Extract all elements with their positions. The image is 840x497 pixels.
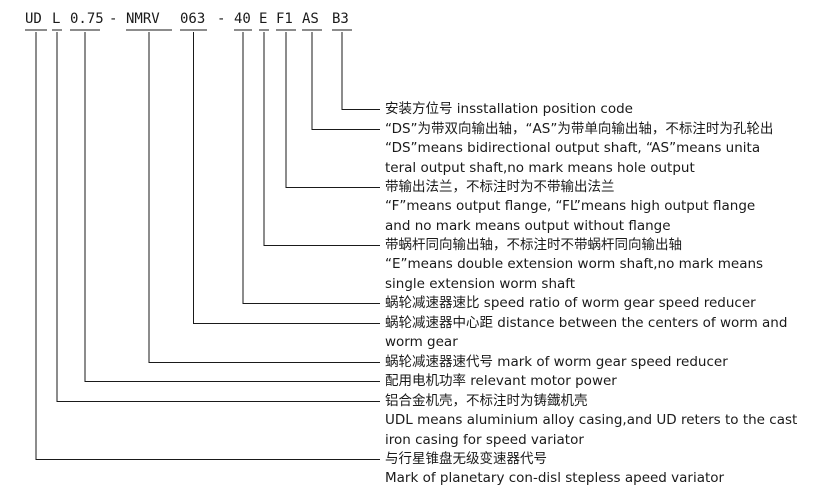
code-part: - xyxy=(217,11,226,27)
description-line: 安装方位号 insstallation position code xyxy=(385,101,633,117)
description-line: 配用电机功率 relevant motor power xyxy=(385,373,617,389)
description-line: worm gear xyxy=(385,334,458,351)
code-part: - xyxy=(109,11,118,27)
connector-line xyxy=(242,32,380,304)
description-line: “DS”为带双向输出轴，“AS”为带单向输出轴，不标注时为孔轮出 xyxy=(385,121,774,137)
description-line: UDL means aluminium alloy casing,and UD … xyxy=(385,412,798,429)
connector-line xyxy=(84,32,380,382)
connector-line xyxy=(193,32,380,324)
connector-line xyxy=(56,32,380,402)
description-line: “E”means double extension worm shaft,no … xyxy=(385,256,764,273)
code-part: L xyxy=(52,11,61,27)
code-part: NMRV xyxy=(126,11,160,27)
connector-line xyxy=(35,32,380,460)
code-part: F1 xyxy=(276,11,293,27)
description-line: 带蜗杆同向输出轴，不标注时不带蜗杆同向输出轴 xyxy=(385,237,682,253)
description-line: Mark of planetary con-disl stepless apee… xyxy=(385,470,725,487)
description-line: 与行星锥盘无级变速器代号 xyxy=(385,451,547,467)
code-part: 063 xyxy=(180,11,206,27)
connector-line xyxy=(263,32,380,246)
description-line: iron casing for speed variator xyxy=(385,431,584,448)
code-part: 0.75 xyxy=(70,11,104,27)
connector-line xyxy=(148,32,380,363)
description-line: 蜗轮减速器速代号 mark of worm gear speed reducer xyxy=(385,354,728,370)
code-part: AS xyxy=(302,11,319,27)
code-part: E xyxy=(259,11,268,27)
description-line: 铝合金机壳，不标注时为铸鐡机壳 xyxy=(385,393,588,409)
description-line: single extension worm shaft xyxy=(385,275,576,292)
description-line: teral output shaft,no mark means hole ou… xyxy=(385,159,695,176)
description-line: “DS”means bidirectional output shaft, “A… xyxy=(385,140,761,157)
description-line: “F”means output flange, “FL”means high o… xyxy=(385,198,756,215)
code-part: UD xyxy=(25,11,42,27)
description-line: and no mark means output without flange xyxy=(385,217,671,234)
description-line: 蜗轮减速器中心距 distance between the centers of… xyxy=(385,315,788,331)
code-part: 40 xyxy=(234,11,251,27)
code-part: B3 xyxy=(332,11,349,27)
description-line: 蜗轮减速器速比 speed ratio of worm gear speed r… xyxy=(385,295,756,311)
connector-line xyxy=(311,32,380,130)
connector-line xyxy=(341,32,380,110)
description-line: 带输出法兰，不标注时为不带输出法兰 xyxy=(385,179,615,195)
connector-line xyxy=(285,32,380,188)
connector-lines xyxy=(35,32,380,460)
